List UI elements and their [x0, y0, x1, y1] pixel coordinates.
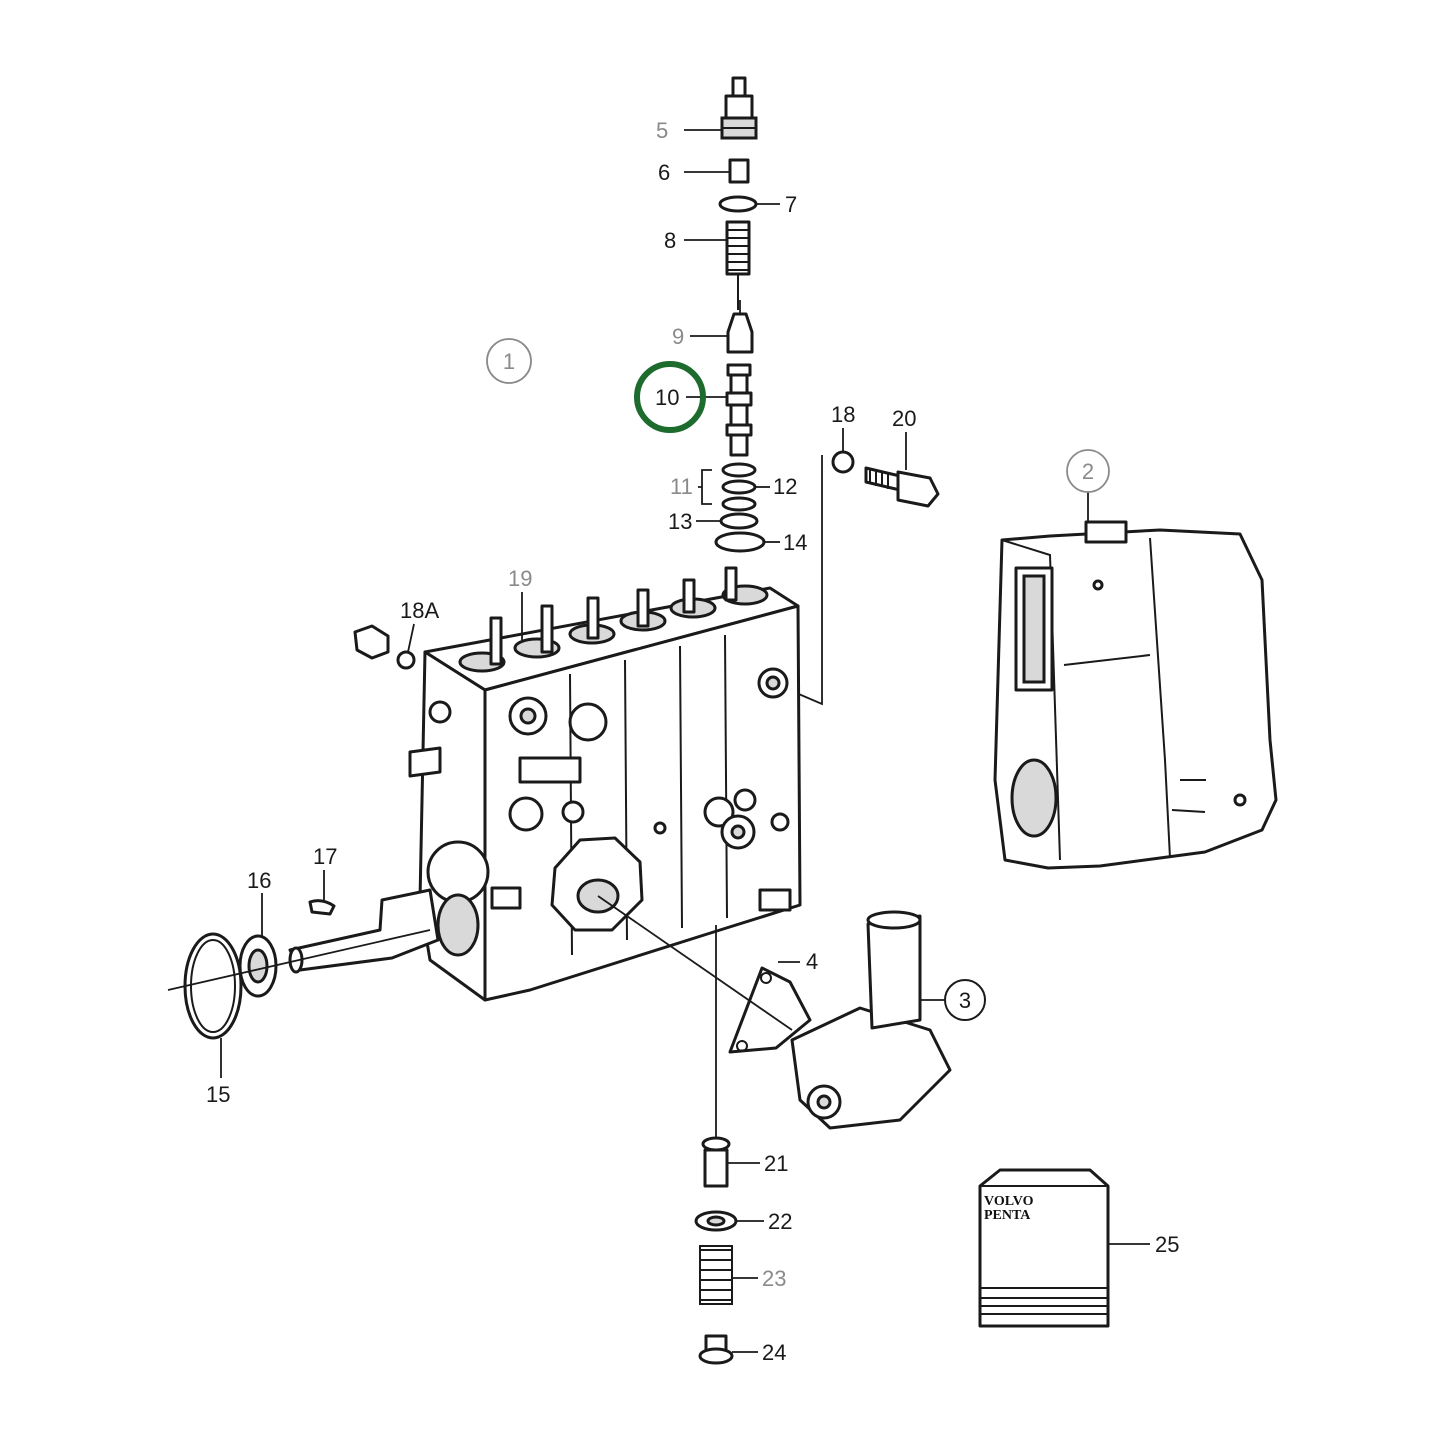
- part-6-valve[interactable]: [728, 158, 750, 184]
- callout-circle-3: [944, 979, 986, 1021]
- part-19-studs[interactable]: [489, 566, 738, 666]
- callout-labels: 1 2 3 4 5 6 7 8 9 10 11 12 13 14 15 16 1…: [206, 118, 1179, 1365]
- part-18-washer[interactable]: [831, 450, 855, 474]
- part-3-feed-pump[interactable]: [790, 910, 952, 1130]
- label-22: 22: [768, 1209, 792, 1234]
- label-9: 9: [672, 324, 684, 349]
- part-17-key[interactable]: [308, 899, 336, 916]
- label-15: 15: [206, 1082, 230, 1107]
- part-7-washer[interactable]: [718, 195, 758, 213]
- label-17: 17: [313, 844, 337, 869]
- highlight-ring-10[interactable]: [634, 361, 706, 433]
- label-23: 23: [762, 1266, 786, 1291]
- governor-housing[interactable]: [993, 520, 1278, 870]
- leader-lines: [220, 129, 1150, 1353]
- label-11: 11: [670, 474, 693, 499]
- label-7: 7: [785, 192, 797, 217]
- part-15-oring[interactable]: [183, 932, 243, 1040]
- kit-logo-line2: PENTA: [984, 1208, 1031, 1223]
- kit-logo-line1: VOLVO: [984, 1194, 1034, 1209]
- drive-shaft[interactable]: [288, 888, 440, 974]
- part-10-plunger[interactable]: [725, 363, 753, 457]
- part-4-gasket[interactable]: [728, 966, 812, 1054]
- label-20: 20: [892, 406, 916, 431]
- part-14-ring[interactable]: [714, 531, 766, 553]
- label-3: 3: [959, 988, 971, 1013]
- part-20-screw[interactable]: [864, 466, 940, 508]
- part-23-spring[interactable]: [699, 1245, 733, 1305]
- pump-housing[interactable]: [408, 566, 802, 1002]
- label-18a: 18A: [400, 598, 439, 623]
- label-13: 13: [668, 509, 692, 534]
- label-1: 1: [503, 349, 515, 374]
- label-21: 21: [764, 1151, 788, 1176]
- part-18a-plug[interactable]: [353, 624, 416, 670]
- label-24: 24: [762, 1340, 786, 1365]
- label-18: 18: [831, 402, 855, 427]
- part-25-gasket-kit[interactable]: VOLVO PENTA: [978, 1168, 1110, 1328]
- callout-circle-2: [1066, 449, 1110, 493]
- part-22-spring-seat[interactable]: [694, 1210, 738, 1232]
- label-5: 5: [656, 118, 668, 143]
- part-24-cup[interactable]: [698, 1334, 734, 1365]
- label-16: 16: [247, 868, 271, 893]
- label-8: 8: [664, 228, 676, 253]
- callout-circle-1: [486, 338, 532, 384]
- part-9-valve-body[interactable]: [726, 312, 754, 354]
- label-14: 14: [783, 530, 807, 555]
- part-11-13-rings[interactable]: [719, 462, 759, 530]
- label-2: 2: [1082, 459, 1094, 484]
- shaft-axis-line: [167, 929, 431, 991]
- label-10: 10: [655, 385, 679, 410]
- label-19: 19: [508, 566, 532, 591]
- part-8-spring[interactable]: [725, 220, 751, 310]
- label-12: 12: [773, 474, 797, 499]
- part-5-valve-holder[interactable]: [720, 76, 758, 140]
- part-21-tappet[interactable]: [701, 1136, 731, 1188]
- label-25: 25: [1155, 1232, 1179, 1257]
- label-4: 4: [806, 949, 818, 974]
- flange-axis-line: [597, 895, 793, 1031]
- label-6: 6: [658, 160, 670, 185]
